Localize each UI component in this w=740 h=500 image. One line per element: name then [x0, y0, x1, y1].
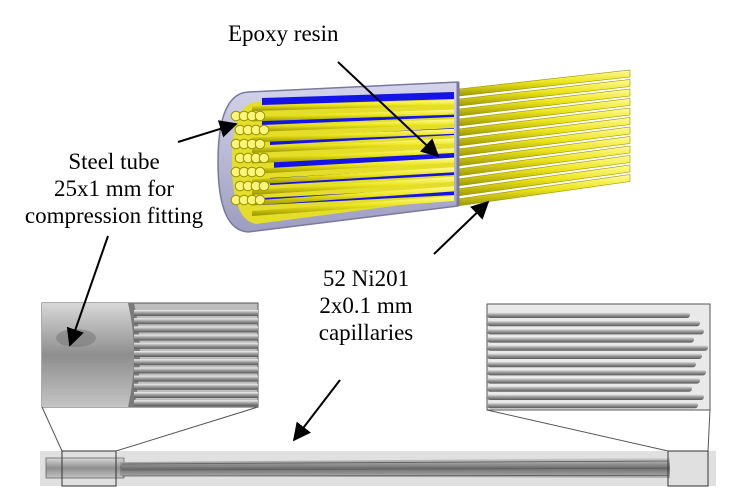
photo-rod [487, 394, 704, 400]
capillary-end [254, 194, 266, 206]
assembly-tube-end [45, 457, 125, 479]
capillary-ends [230, 110, 270, 206]
capillaries-outside [449, 69, 631, 208]
capillary-inner [252, 100, 454, 111]
photo-rod [134, 326, 258, 333]
photo-rod [134, 400, 258, 407]
photo-rod [487, 312, 690, 318]
assembly-line [121, 471, 669, 474]
assembly-line [121, 460, 669, 465]
zoom-box-right [667, 450, 709, 487]
assembly-line [121, 464, 669, 468]
steel-tube-arrow [177, 120, 238, 143]
capillary-end [254, 166, 266, 178]
capillary-end [254, 138, 266, 150]
photo-rod [134, 367, 258, 374]
photo-rod [134, 334, 258, 341]
photo-rod [134, 383, 258, 390]
capillary-end [258, 124, 270, 136]
photo-rod [487, 336, 694, 343]
photo-rod [134, 351, 258, 357]
photo-full-assembly [40, 450, 716, 487]
photo-rods-left [134, 310, 258, 407]
photo-tube-end [41, 302, 259, 408]
capillary-end [254, 110, 266, 122]
photo-rod [134, 375, 258, 382]
photo-rod [487, 344, 708, 351]
photo-rod [134, 318, 258, 325]
photo-rod [487, 320, 700, 327]
capillary-inner [252, 186, 454, 206]
capillaries-photo-arrow [292, 379, 341, 442]
inset-connectors [41, 406, 711, 452]
capillaries-label: 52 Ni201 2x0.1 mm capillaries [318, 266, 414, 345]
photo-rod [487, 328, 704, 335]
capillary-inner [252, 176, 454, 195]
photo-rod [134, 392, 258, 398]
capillary-inner [252, 148, 454, 164]
photo-rod [487, 353, 702, 359]
capillary-inner [252, 128, 454, 143]
capillary-inner [252, 157, 454, 174]
capillary-end [258, 180, 270, 192]
cutaway-model [217, 69, 631, 233]
capillary-inner [252, 167, 454, 185]
zoom-box-left [61, 450, 117, 487]
photo-rod [487, 402, 698, 409]
capillary-inner [252, 196, 454, 216]
capillaries-inside [252, 100, 454, 216]
photo-rod [487, 369, 706, 376]
assembly-capillary-lines [121, 460, 669, 477]
photo-rod [487, 377, 700, 384]
epoxy-resin-label: Epoxy resin [228, 21, 339, 46]
photo-rods-right [487, 312, 708, 409]
annotation-arrows [66, 61, 490, 442]
steel-tube-photo-arrow [66, 235, 109, 347]
photo-rod [134, 359, 258, 366]
photo-capillary-end [486, 303, 711, 411]
photo-rod [134, 310, 258, 316]
capillary-inner [252, 138, 454, 153]
photo-rod [134, 342, 258, 349]
epoxy-layer [262, 92, 454, 105]
assembly-line [121, 474, 669, 477]
steel-tube-photo [42, 303, 134, 407]
capillary-inner [252, 109, 454, 122]
photo-rod [487, 361, 696, 368]
steel-tube-label: Steel tube 25x1 mm for compression fitti… [24, 149, 204, 228]
photo-rod [487, 385, 692, 392]
epoxy-arrow [337, 61, 440, 158]
assembly-line [121, 467, 669, 471]
capillary-end [258, 152, 270, 164]
capillaries-arrow [433, 200, 490, 255]
